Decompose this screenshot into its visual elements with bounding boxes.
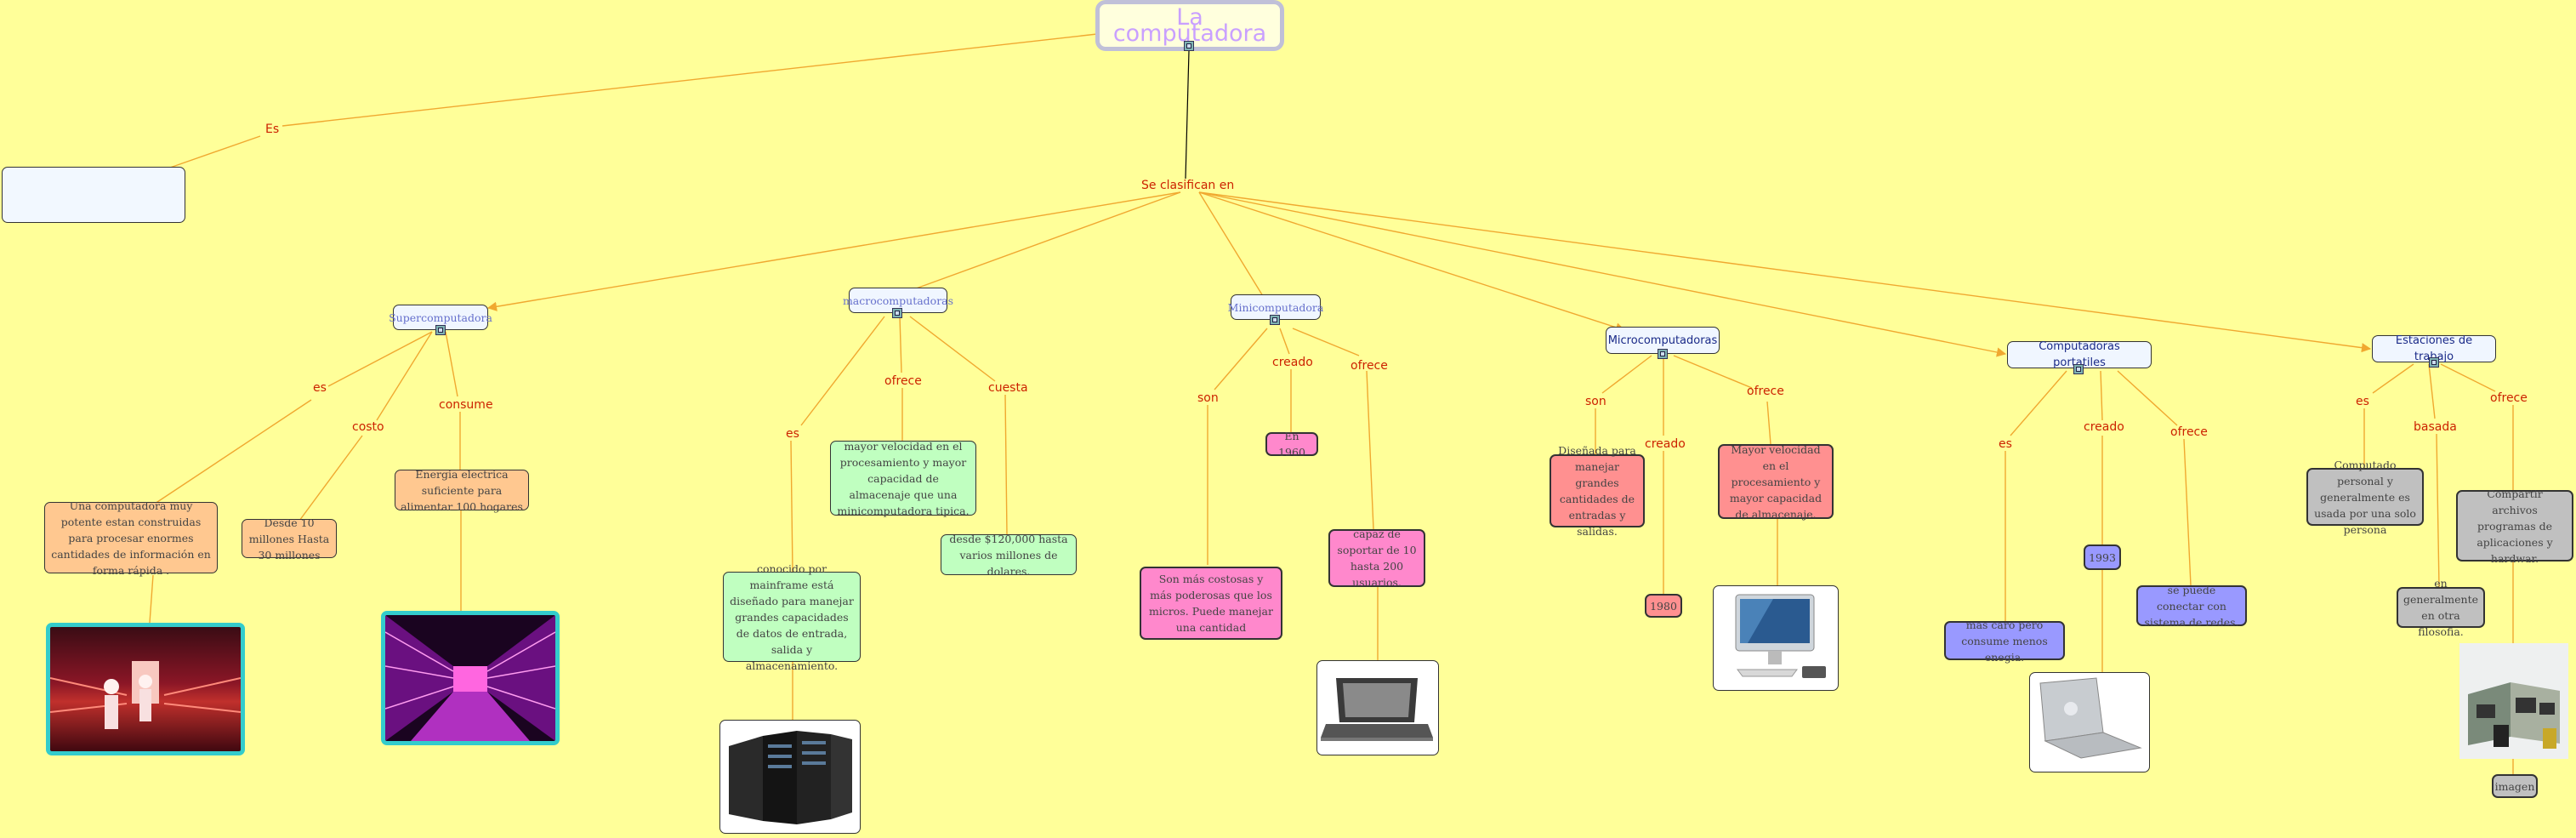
mainframe-image: [719, 720, 861, 834]
laptop-drawing: [1321, 678, 1433, 741]
workstation-drawing: [2459, 643, 2568, 759]
portable-laptop-drawing: [2039, 677, 2142, 759]
link-label-super-costo: costo: [352, 420, 384, 434]
portatiles-expand-icon[interactable]: [2073, 364, 2084, 374]
link-label-es: Es: [265, 123, 280, 136]
est-ofrece-node[interactable]: Compartir archivos programas de aplicaci…: [2456, 487, 2573, 565]
micro-son-node[interactable]: Diseñada para manejar grandes cantidades…: [1550, 444, 1645, 538]
desktop-computer-image: [1713, 585, 1839, 691]
mini-ofrece-node[interactable]: capaz de soportar de 10 hasta 200 usuari…: [1328, 527, 1425, 589]
link-label-est-es: es: [2356, 395, 2369, 408]
est-es-node[interactable]: Computado personal y generalmente es usa…: [2306, 459, 2424, 536]
supercomputadora-expand-icon[interactable]: [435, 325, 446, 335]
macro-ofrece-node[interactable]: mayor velocidad en el procesamiento y ma…: [830, 440, 976, 517]
definition-node[interactable]: [2, 167, 185, 223]
mainframe-drawing: [729, 731, 852, 824]
est-imagen-node[interactable]: imagen: [2492, 774, 2538, 798]
macro-cuesta-node[interactable]: desde $120,000 hasta varios millones de …: [941, 533, 1077, 578]
root-expand-icon[interactable]: [1184, 41, 1194, 51]
mini-son-node[interactable]: Son más costosas y más poderosas que los…: [1140, 567, 1282, 640]
port-creado-node[interactable]: 1993: [2084, 544, 2121, 570]
link-label-mini-son: son: [1197, 391, 1219, 405]
link-label-port-es: es: [1999, 437, 2012, 451]
supercomputer-room-image: [46, 623, 245, 755]
link-label-super-es: es: [313, 381, 327, 395]
supercomputer-corridor-drawing: [385, 615, 555, 741]
micro-creado-node[interactable]: 1980: [1645, 594, 1682, 618]
workstation-image: [2459, 643, 2568, 759]
link-label-micro-creado: creado: [1645, 437, 1686, 451]
micro-ofrece-node[interactable]: Mayor velocidad en el procesamiento y ma…: [1718, 443, 1834, 521]
link-label-micro-son: son: [1585, 395, 1606, 408]
category-supercomputadora[interactable]: Supercomputadora: [389, 305, 492, 330]
laptop-image: [1316, 660, 1439, 755]
supercomputer-room-drawing: [50, 661, 241, 729]
mini-creado-node[interactable]: En 1960: [1265, 430, 1318, 459]
link-label-micro-ofrece: ofrece: [1747, 385, 1784, 398]
super-consume-node[interactable]: Energia electrica suficiente para alimen…: [395, 468, 529, 513]
port-es-node[interactable]: mas caro pero consume menos enegia.: [1944, 619, 2065, 664]
category-computadoras-portatiles[interactable]: Computadoras portatiles: [2007, 340, 2152, 369]
link-label-macro-ofrece: ofrece: [884, 374, 922, 388]
link-label-mini-ofrece: ofrece: [1351, 359, 1388, 373]
port-ofrece-node[interactable]: se puede conectar con sistema de redes.: [2136, 584, 2247, 629]
link-label-port-ofrece: ofrece: [2170, 425, 2208, 439]
microcomputadoras-expand-icon[interactable]: [1658, 349, 1668, 359]
link-label-est-ofrece: ofrece: [2490, 391, 2528, 405]
link-label-super-consume: consume: [439, 398, 493, 412]
root-title-text: La computadora: [1112, 4, 1267, 47]
link-label-macro-cuesta: cuesta: [988, 381, 1028, 395]
category-estaciones-de-trabajo[interactable]: Estaciones de trabajo: [2372, 334, 2496, 363]
link-label-port-creado: creado: [2084, 420, 2124, 434]
supercomputer-corridor-image: [381, 611, 560, 745]
est-basada-node[interactable]: en generalmente en otra filosofia.: [2397, 577, 2485, 638]
macro-es-node[interactable]: conocido por mainframe está diseñado par…: [723, 562, 861, 672]
link-label-macro-es: es: [786, 427, 799, 441]
link-label-se-clasifican: Se clasifican en: [1141, 179, 1235, 192]
estaciones-expand-icon[interactable]: [2429, 357, 2439, 368]
desktop-computer-drawing: [1735, 594, 1826, 678]
link-label-mini-creado: creado: [1272, 356, 1313, 369]
super-es-node[interactable]: Una computadora muy potente estan constr…: [44, 499, 218, 577]
super-costo-node[interactable]: Desde 10 millones Hasta 30 millones: [242, 516, 337, 562]
link-label-est-basada: basada: [2414, 420, 2457, 434]
portable-laptop-image: [2029, 672, 2150, 772]
minicomputadora-expand-icon[interactable]: [1270, 315, 1280, 325]
macrocomputadoras-expand-icon[interactable]: [892, 308, 902, 318]
